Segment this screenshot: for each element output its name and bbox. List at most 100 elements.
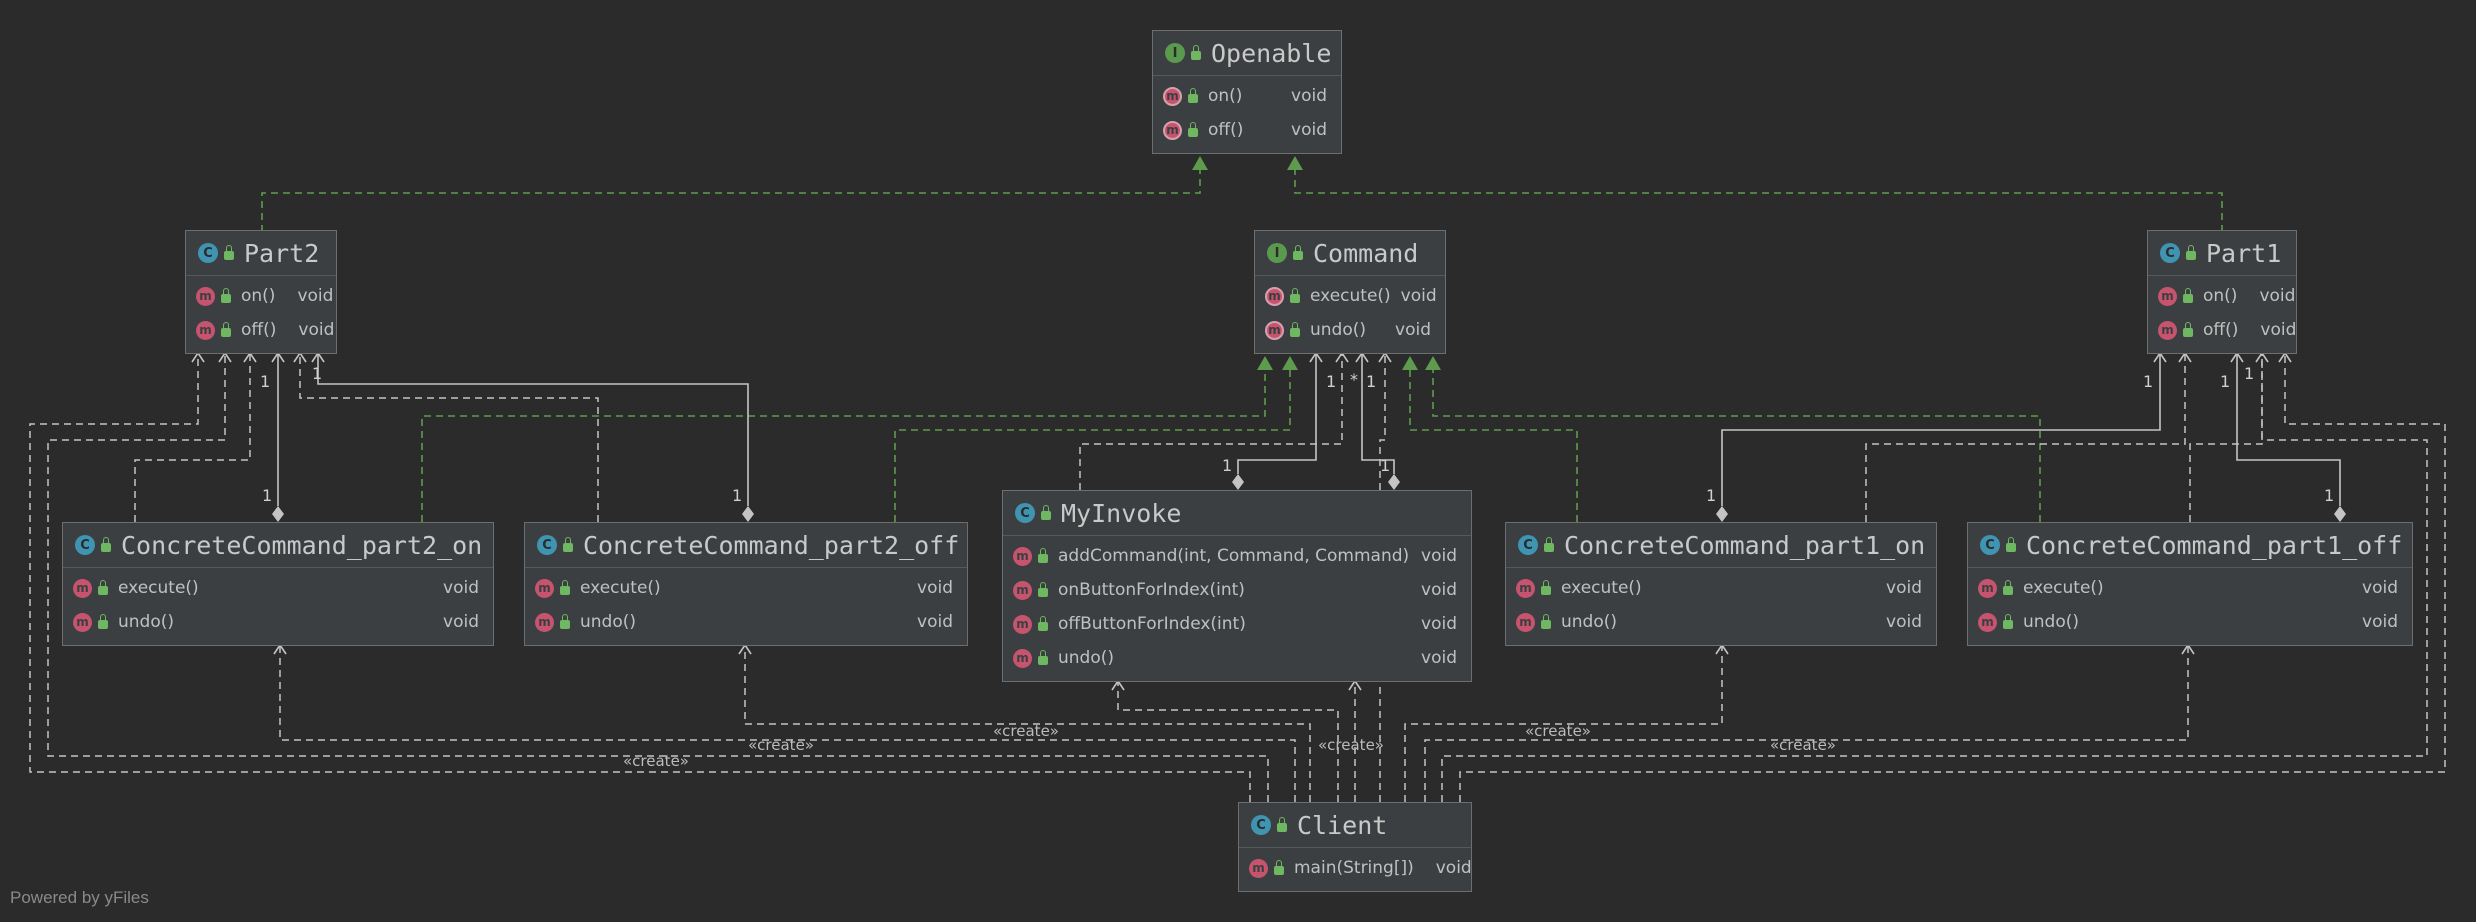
member-row[interactable]: m off() void xyxy=(186,313,336,347)
lock-icon xyxy=(560,613,570,629)
edge-client-create-outer-right xyxy=(1459,354,2446,802)
lock-icon xyxy=(224,244,234,260)
multiplicity-label: 1 xyxy=(1380,456,1391,475)
member-row[interactable]: m on() void xyxy=(186,279,336,313)
member-name: off() xyxy=(2203,320,2239,340)
method-icon: m xyxy=(1516,612,1535,632)
member-name: execute() xyxy=(1310,286,1391,306)
node-title: ConcreteCommand_part2_off xyxy=(583,530,960,560)
member-row[interactable]: m undo() void xyxy=(1255,313,1445,347)
class-node-cc-part1-on[interactable]: C ConcreteCommand_part1_on m execute() v… xyxy=(1505,522,1937,646)
member-name: off() xyxy=(1208,120,1244,140)
member-row[interactable]: m main(String[]) void xyxy=(1239,851,1472,885)
edge-client-create-outer-left xyxy=(29,354,1251,802)
member-type: void xyxy=(2362,612,2398,632)
class-node-myinvoke[interactable]: C MyInvoke m addCommand(int, Command, Co… xyxy=(1002,490,1472,682)
member-type: void xyxy=(917,578,953,598)
edge-client-create-cc-part1-on xyxy=(1404,646,1723,802)
class-node-part2[interactable]: C Part2 m on() void m off() void xyxy=(185,230,337,354)
node-title: Openable xyxy=(1211,38,1332,68)
edge-myinvoke-depends-command xyxy=(1079,354,1343,490)
class-node-client[interactable]: C Client m main(String[]) void xyxy=(1238,802,1472,892)
method-icon: m xyxy=(535,578,554,598)
member-type: void xyxy=(1291,120,1327,140)
method-icon: m xyxy=(1163,86,1182,106)
member-row[interactable]: m off() void xyxy=(2148,313,2296,347)
class-node-cc-part2-off[interactable]: C ConcreteCommand_part2_off m execute() … xyxy=(524,522,968,646)
edge-part1-assoc-cc-part1-off xyxy=(2236,354,2341,506)
edge-client-create-inner-left xyxy=(47,354,1269,802)
lock-icon xyxy=(1191,44,1201,60)
node-title: ConcreteCommand_part1_on xyxy=(1564,530,1926,560)
member-row[interactable]: m execute() void xyxy=(1255,279,1445,313)
lock-icon xyxy=(1041,504,1051,520)
multiplicity-label: 1 xyxy=(1706,486,1717,505)
member-type: void xyxy=(2260,320,2297,340)
method-icon: m xyxy=(535,612,554,632)
method-icon: m xyxy=(1978,612,1997,632)
member-row[interactable]: m execute() void xyxy=(1506,571,1936,605)
edge-part1-realizes-openable xyxy=(1294,166,2223,232)
member-type: void xyxy=(1400,286,1437,306)
edge-cc-part1-on-realizes-command xyxy=(1409,366,1578,522)
member-row[interactable]: m onButtonForIndex(int) void xyxy=(1003,573,1471,607)
member-row[interactable]: m offButtonForIndex(int) void xyxy=(1003,607,1471,641)
member-name: execute() xyxy=(118,578,199,598)
member-row[interactable]: m off() void xyxy=(1153,113,1341,147)
lock-icon xyxy=(1038,615,1048,631)
member-type: void xyxy=(2259,286,2296,306)
member-row[interactable]: m execute() void xyxy=(525,571,967,605)
edge-cc-part2-on-depends-part2 xyxy=(134,354,251,522)
member-type: void xyxy=(1421,546,1457,566)
member-type: void xyxy=(917,612,953,632)
member-row[interactable]: m undo() void xyxy=(63,605,493,639)
edge-cc-part2-on-realizes-command xyxy=(421,366,1266,522)
class-icon: C xyxy=(1251,815,1271,835)
class-icon: C xyxy=(1980,535,2000,555)
member-row[interactable]: m undo() void xyxy=(1968,605,2412,639)
member-name: undo() xyxy=(1310,320,1367,340)
member-name: execute() xyxy=(2023,578,2104,598)
member-row[interactable]: m execute() void xyxy=(1968,571,2412,605)
member-name: undo() xyxy=(580,612,637,632)
class-node-cc-part1-off[interactable]: C ConcreteCommand_part1_off m execute() … xyxy=(1967,522,2413,646)
method-icon: m xyxy=(196,320,215,340)
class-node-part1[interactable]: C Part1 m on() void m off() void xyxy=(2147,230,2297,354)
class-icon: C xyxy=(75,535,95,555)
lock-icon xyxy=(2183,321,2193,337)
member-row[interactable]: m addCommand(int, Command, Command) void xyxy=(1003,539,1471,573)
lock-icon xyxy=(2186,244,2196,260)
lock-icon xyxy=(98,579,108,595)
member-row[interactable]: m execute() void xyxy=(63,571,493,605)
arrowhead-command-2 xyxy=(1282,356,1298,370)
member-row[interactable]: m undo() void xyxy=(525,605,967,639)
member-row[interactable]: m on() void xyxy=(1153,79,1341,113)
lock-icon xyxy=(1274,859,1284,875)
edge-cc-part2-off-depends-part2 xyxy=(299,354,599,522)
multiplicity-label: 1 xyxy=(2220,372,2231,391)
lock-icon xyxy=(221,287,231,303)
member-type: void xyxy=(1421,580,1457,600)
member-type: void xyxy=(1421,614,1457,634)
member-row[interactable]: m undo() void xyxy=(1506,605,1936,639)
lock-icon xyxy=(1290,321,1300,337)
multiplicity-label: 1 xyxy=(1222,456,1233,475)
edge-label-create: «create» xyxy=(1770,736,1836,754)
member-name: execute() xyxy=(580,578,661,598)
lock-icon xyxy=(1038,547,1048,563)
lock-icon xyxy=(2183,287,2193,303)
member-type: void xyxy=(1291,86,1327,106)
multiplicity-label: 1 xyxy=(312,364,323,383)
member-type: void xyxy=(2362,578,2398,598)
class-node-cc-part2-on[interactable]: C ConcreteCommand_part2_on m execute() v… xyxy=(62,522,494,646)
edge-label-create: «create» xyxy=(1318,736,1384,754)
interface-icon: I xyxy=(1267,243,1287,263)
class-node-openable[interactable]: I Openable m on() void m off() void xyxy=(1152,30,1342,154)
member-row[interactable]: m undo() void xyxy=(1003,641,1471,675)
lock-icon xyxy=(101,536,111,552)
multiplicity-label: 1 xyxy=(2244,364,2255,383)
class-node-command[interactable]: I Command m execute() void m undo() void xyxy=(1254,230,1446,354)
lock-icon xyxy=(221,321,231,337)
member-row[interactable]: m on() void xyxy=(2148,279,2296,313)
lock-icon xyxy=(2003,579,2013,595)
